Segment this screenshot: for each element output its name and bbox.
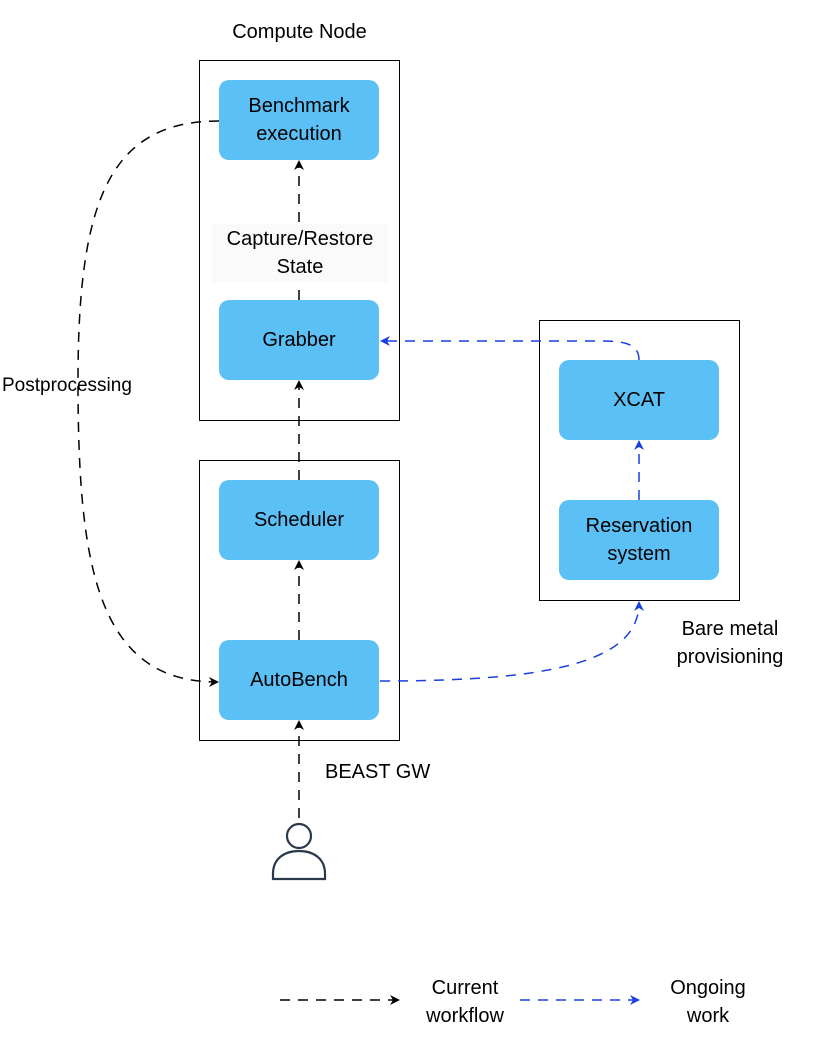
autobench-node[interactable]: AutoBench: [219, 640, 379, 720]
legend-ongoing-label: Ongoing work: [670, 977, 746, 1027]
compute-node-title: Compute Node: [232, 21, 367, 43]
capture-restore-background: [212, 224, 388, 282]
provisioning-frame: [539, 320, 740, 601]
person-icon: [271, 822, 327, 881]
reservation-system-node[interactable]: Reservation system: [559, 500, 719, 580]
edge-postprocessing: [77, 120, 220, 687]
capture-restore-label: Capture/Restore State: [226, 228, 374, 278]
edge-xcat-to-grabber: [380, 336, 640, 361]
legend-current-label: Current workflow: [426, 977, 504, 1027]
edge-bare-metal: [379, 601, 644, 682]
reservation-system-label: Reservation system: [585, 515, 693, 565]
xcat-node[interactable]: XCAT: [559, 360, 719, 440]
scheduler-label: Scheduler: [253, 509, 345, 531]
autobench-label: AutoBench: [250, 669, 348, 691]
xcat-label: XCAT: [613, 389, 665, 411]
postprocessing-label: Postprocessing: [2, 375, 132, 396]
grabber-node[interactable]: Grabber: [219, 300, 379, 380]
benchmark-execution-label: Benchmark execution: [248, 95, 350, 145]
beast-gw-label: BEAST GW: [325, 761, 431, 783]
scheduler-node[interactable]: Scheduler: [219, 480, 379, 560]
bare-metal-provisioning-label: Bare metal provisioning: [676, 618, 784, 668]
grabber-label: Grabber: [262, 329, 336, 351]
benchmark-execution-node[interactable]: Benchmark execution: [219, 80, 379, 160]
